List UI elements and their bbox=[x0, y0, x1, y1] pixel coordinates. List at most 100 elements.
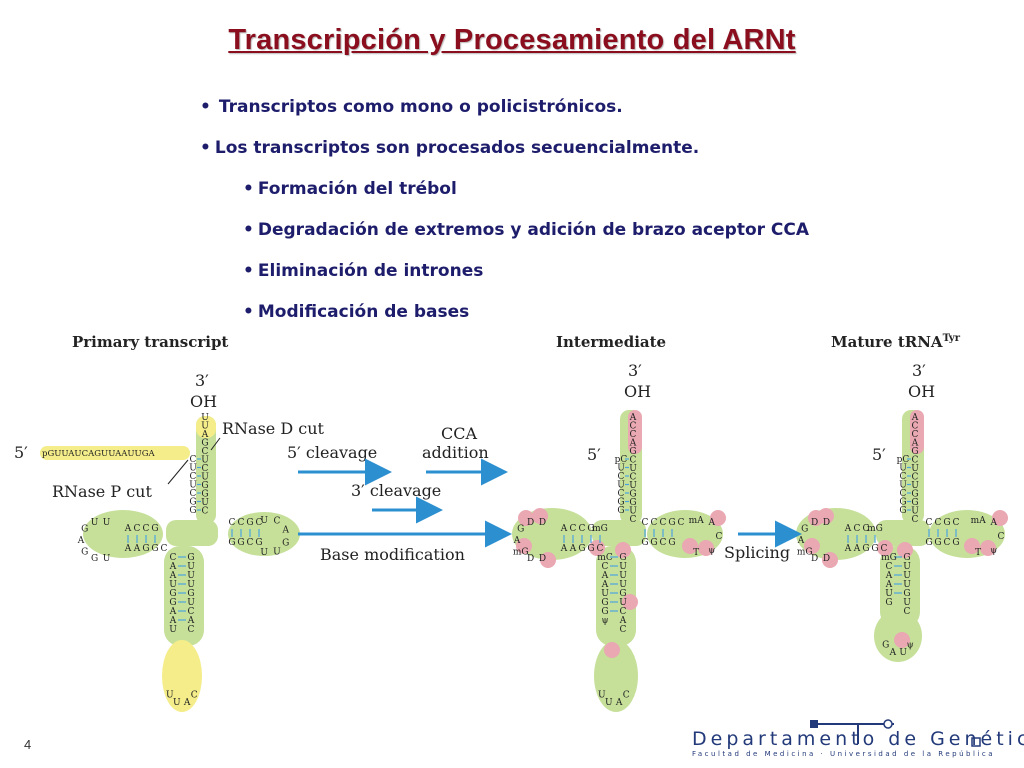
acceptor-3prime-base: C bbox=[912, 473, 919, 483]
slide-title: Transcripción y Procesamiento del ARNt bbox=[228, 24, 796, 56]
department-logo-mark bbox=[810, 719, 981, 747]
acceptor-3prime-base: G bbox=[629, 490, 636, 500]
t-arm-base: G bbox=[668, 518, 675, 528]
t-arm-base: G bbox=[952, 538, 959, 548]
t-loop-base: C bbox=[716, 532, 723, 542]
d-arm-base: C bbox=[579, 524, 586, 534]
d-arm-base: A bbox=[133, 544, 141, 554]
d-arm-base: A bbox=[844, 524, 852, 534]
d-arm-base: A bbox=[124, 544, 132, 554]
d-arm-base: C bbox=[143, 524, 150, 534]
acceptor-3prime-base: C bbox=[202, 464, 209, 474]
primary-5prime-label: 5′ bbox=[14, 443, 28, 462]
acceptor-5prime-base: C bbox=[900, 472, 907, 482]
primary-oh-label: OH bbox=[190, 392, 217, 411]
anticodon-arm-base: U bbox=[187, 571, 195, 581]
d-arm-base: G bbox=[151, 544, 158, 554]
intermediate-cloverleaf bbox=[512, 410, 726, 712]
three-cleavage-label: 3′ cleavage bbox=[351, 481, 441, 500]
d-arm-base: A bbox=[560, 524, 568, 534]
anticodon-loop-base: U bbox=[899, 648, 907, 658]
bullet-item: •Los transcriptos son procesados secuenc… bbox=[200, 138, 700, 158]
t-arm-base: C bbox=[953, 518, 960, 528]
mature-3prime-label: 3′ bbox=[912, 361, 926, 380]
t-loop-base: A bbox=[282, 526, 290, 536]
anticodon-arm-base: C bbox=[188, 625, 195, 635]
t-arm-base: C bbox=[642, 518, 649, 528]
acceptor-5prime-base: U bbox=[899, 464, 907, 474]
acceptor-5prime-base: U bbox=[189, 464, 197, 474]
anticodon-arm-base: U bbox=[885, 589, 893, 599]
acceptor-3prime-base: C bbox=[630, 473, 637, 483]
rnase-d-pointer bbox=[210, 437, 221, 451]
anticodon-arm-base: U bbox=[619, 562, 627, 572]
t-arm-base: G bbox=[943, 518, 950, 528]
acceptor-3prime-base: C bbox=[912, 456, 919, 466]
acceptor-3prime-base: U bbox=[201, 473, 209, 483]
acceptor-3prime-base: G bbox=[911, 447, 918, 457]
t-loop-base: C bbox=[273, 516, 280, 526]
anticodon-arm-base: U bbox=[187, 562, 195, 572]
d-loop-base: G bbox=[517, 525, 524, 535]
acceptor-3prime-base: C bbox=[630, 515, 637, 525]
five-cleavage-label: 5′ cleavage bbox=[287, 443, 377, 462]
acceptor-3prime-base: G bbox=[201, 439, 208, 449]
acceptor-3prime-base: A bbox=[629, 413, 637, 423]
d-loop-base: G bbox=[81, 547, 88, 557]
page-number: 4 bbox=[24, 737, 32, 752]
d-arm-base: mG bbox=[592, 524, 608, 534]
anticodon-arm-base: G bbox=[187, 553, 194, 563]
acceptor-3prime-base: G bbox=[911, 498, 918, 508]
leader-sequence: pGUUAUCAGUUAAUUGA bbox=[42, 449, 155, 459]
d-loop-base: D bbox=[527, 518, 534, 528]
t-arm-base: C bbox=[935, 518, 942, 528]
t-arm-base: C bbox=[238, 518, 245, 528]
acceptor-3prime-base: C bbox=[912, 422, 919, 432]
acceptor-5prime-base: G bbox=[189, 506, 196, 516]
anticodon-loop-base: U bbox=[166, 690, 174, 700]
d-loop-base: U bbox=[103, 554, 111, 564]
cca-addition-label: addition bbox=[422, 443, 489, 462]
acceptor-3prime-base: C bbox=[630, 456, 637, 466]
acceptor-3prime-base: G bbox=[201, 490, 208, 500]
panel-heading-intermediate: Intermediate bbox=[556, 333, 667, 351]
acceptor-5prime-base: U bbox=[899, 481, 907, 491]
d-arm-base: G bbox=[871, 544, 878, 554]
t-loop-base: T bbox=[975, 548, 981, 558]
d-arm-base: C bbox=[863, 524, 870, 534]
t-loop-base: G bbox=[282, 538, 289, 548]
t-loop-base: A bbox=[708, 518, 716, 528]
acceptor-5prime-base: C bbox=[190, 489, 197, 499]
acceptor-3prime-base: U bbox=[201, 413, 209, 423]
primary-3prime-label: 3′ bbox=[195, 371, 209, 390]
anticodon-arm-base: C bbox=[886, 562, 893, 572]
anticodon-loop-base: G bbox=[882, 640, 889, 650]
acceptor-3prime-base: U bbox=[629, 464, 637, 474]
anticodon-arm-base: C bbox=[188, 607, 195, 617]
anticodon-arm-base: G bbox=[903, 553, 910, 563]
acceptor-3prime-base: C bbox=[202, 507, 209, 517]
base-modification-label: Base modification bbox=[320, 545, 465, 564]
acceptor-3prime-base: C bbox=[202, 447, 209, 457]
acceptor-3prime-base: U bbox=[201, 422, 209, 432]
t-loop-base: U bbox=[260, 516, 268, 526]
anticodon-loop-base: A bbox=[615, 698, 623, 708]
anticodon-arm-base: ψ bbox=[601, 616, 608, 626]
anticodon-arm-base: G bbox=[601, 607, 608, 617]
t-arm-base: G bbox=[228, 538, 235, 548]
d-loop-base: G bbox=[91, 554, 98, 564]
anticodon-arm-base: A bbox=[169, 562, 177, 572]
d-loop-base: D bbox=[539, 518, 546, 528]
d-arm-base: C bbox=[854, 524, 861, 534]
d-loop-base: U bbox=[103, 518, 111, 528]
anticodon-arm-base: A bbox=[169, 616, 177, 626]
anticodon-arm-base: G bbox=[903, 589, 910, 599]
d-arm-base: C bbox=[570, 524, 577, 534]
t-arm-base: C bbox=[678, 518, 685, 528]
anticodon-arm-base: mC bbox=[597, 553, 613, 563]
department-name: Departamento de Genética bbox=[692, 728, 1024, 750]
anticodon-arm-base: A bbox=[601, 571, 609, 581]
anticodon-arm-base: A bbox=[187, 616, 195, 626]
